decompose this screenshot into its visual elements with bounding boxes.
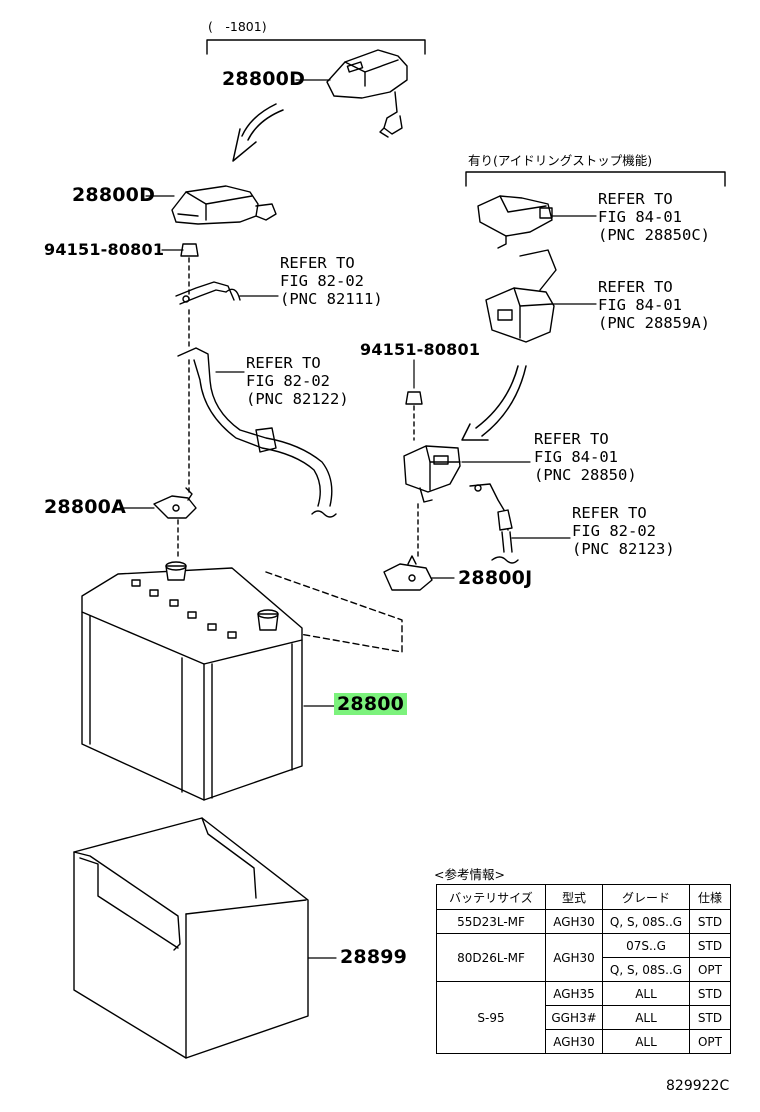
spec-header-cell: グレード xyxy=(602,884,690,910)
tray-28899-drawing xyxy=(73,817,309,1059)
cable-82111-drawing xyxy=(175,281,241,305)
figure-code: 829922C xyxy=(666,1078,730,1094)
table-row: S-95 AGH35 ALL STD xyxy=(436,981,731,1054)
spec-cell: AGH35 xyxy=(545,981,603,1006)
ref-28850-line: (PNC 28850) xyxy=(534,466,637,484)
ref-28859a[interactable]: REFER TO FIG 84-01 (PNC 28859A) xyxy=(598,278,710,332)
spec-cell: Q, S, 08S..G xyxy=(602,909,690,934)
ref-82123-line: REFER TO xyxy=(572,504,647,522)
nut-right-drawing xyxy=(405,391,423,405)
part-28800[interactable]: 28800 xyxy=(334,693,408,715)
spec-cell: ALL xyxy=(602,1029,690,1054)
ref-82111-line: FIG 82-02 xyxy=(280,272,364,290)
battery-28800-drawing xyxy=(81,561,303,801)
spec-cell: OPT xyxy=(689,957,731,982)
spec-cell: STD xyxy=(689,981,731,1006)
spec-cell: ALL xyxy=(602,981,690,1006)
range-bracket xyxy=(206,39,426,55)
spec-cell: OPT xyxy=(689,1029,731,1054)
spec-cell: AGH30 xyxy=(545,1029,603,1054)
part-28800j[interactable]: 28800J xyxy=(458,567,533,589)
spec-cell: AGH30 xyxy=(545,933,603,982)
spec-header-cell: 型式 xyxy=(545,884,603,910)
clamp-28800j-drawing xyxy=(383,555,433,591)
ref-82122-line: REFER TO xyxy=(246,354,321,372)
cover-28800d-top-drawing xyxy=(326,49,408,138)
range-label: ( -1801) xyxy=(208,19,267,34)
part-94151-left[interactable]: 94151-80801 xyxy=(44,240,165,259)
ref-28859a-line: (PNC 28859A) xyxy=(598,314,710,332)
part-28899[interactable]: 28899 xyxy=(340,946,408,968)
ref-82122-line: FIG 82-02 xyxy=(246,372,330,390)
module-28850c-drawing xyxy=(477,195,553,249)
ref-28850-line: FIG 84-01 xyxy=(534,448,618,466)
leader-lines xyxy=(119,79,597,959)
table-row: 55D23L-MF AGH30 Q, S, 08S..G STD xyxy=(436,909,731,934)
part-94151-right[interactable]: 94151-80801 xyxy=(360,340,481,359)
spec-cell: STD xyxy=(689,1005,731,1030)
cable-82122-drawing xyxy=(177,347,337,518)
part-28800-highlight: 28800 xyxy=(334,693,408,715)
ref-82122-line: (PNC 82122) xyxy=(246,390,349,408)
ref-82111-line: REFER TO xyxy=(280,254,355,272)
spec-cell: STD xyxy=(689,933,731,958)
ref-28859a-line: FIG 84-01 xyxy=(598,296,682,314)
ref-82111[interactable]: REFER TO FIG 82-02 (PNC 82111) xyxy=(280,254,383,308)
sensor-28850-drawing xyxy=(403,445,461,503)
spec-cell: 80D26L-MF xyxy=(436,933,546,982)
clamp-28800a-drawing xyxy=(153,487,197,519)
idle-stop-label: 有り(アイドリングストップ機能) xyxy=(468,153,653,168)
spec-cell: ALL xyxy=(602,1005,690,1030)
ref-82123-line: FIG 82-02 xyxy=(572,522,656,540)
ref-28850c[interactable]: REFER TO FIG 84-01 (PNC 28850C) xyxy=(598,190,710,244)
spec-table-header-row: バッテリサイズ 型式 グレード 仕様 xyxy=(436,884,731,910)
ref-82111-line: (PNC 82111) xyxy=(280,290,383,308)
spec-cell: Q, S, 08S..G xyxy=(602,957,690,982)
module-28859a-drawing xyxy=(485,249,557,343)
spec-cell: GGH3# xyxy=(545,1005,603,1030)
ref-28850[interactable]: REFER TO FIG 84-01 (PNC 28850) xyxy=(534,430,637,484)
ref-28850c-line: REFER TO xyxy=(598,190,673,208)
arrow-to-28800d xyxy=(232,103,284,162)
spec-cell: STD xyxy=(689,909,731,934)
ref-82123[interactable]: REFER TO FIG 82-02 (PNC 82123) xyxy=(572,504,675,558)
part-28800a[interactable]: 28800A xyxy=(44,496,127,518)
table-row: AGH30 ALL OPT xyxy=(437,1029,731,1054)
ref-82123-line: (PNC 82123) xyxy=(572,540,675,558)
part-28800d-top[interactable]: 28800D xyxy=(222,68,306,90)
spec-cell: 55D23L-MF xyxy=(436,909,546,934)
cable-82123-drawing xyxy=(469,483,519,564)
part-28800d-mid[interactable]: 28800D xyxy=(72,184,156,206)
spec-cell: 07S..G xyxy=(602,933,690,958)
spec-cell: AGH30 xyxy=(545,909,603,934)
ref-28850c-line: FIG 84-01 xyxy=(598,208,682,226)
table-row: 80D26L-MF AGH30 07S..G STD xyxy=(436,933,731,982)
spec-header-cell: バッテリサイズ xyxy=(436,884,546,910)
arrow-to-28850 xyxy=(461,365,527,441)
nut-left-drawing xyxy=(180,243,199,257)
ref-28859a-line: REFER TO xyxy=(598,278,673,296)
idle-stop-bracket xyxy=(465,171,726,187)
ref-28850-line: REFER TO xyxy=(534,430,609,448)
ref-82122[interactable]: REFER TO FIG 82-02 (PNC 82122) xyxy=(246,354,349,408)
spec-header-cell: 仕様 xyxy=(689,884,731,910)
spec-table: バッテリサイズ 型式 グレード 仕様 55D23L-MF AGH30 Q, S,… xyxy=(436,884,731,1054)
cover-28800d-mid-drawing xyxy=(171,185,277,225)
spec-table-caption: <参考情報> xyxy=(434,867,505,882)
spec-cell: S-95 xyxy=(436,981,546,1054)
ref-28850c-line: (PNC 28850C) xyxy=(598,226,710,244)
